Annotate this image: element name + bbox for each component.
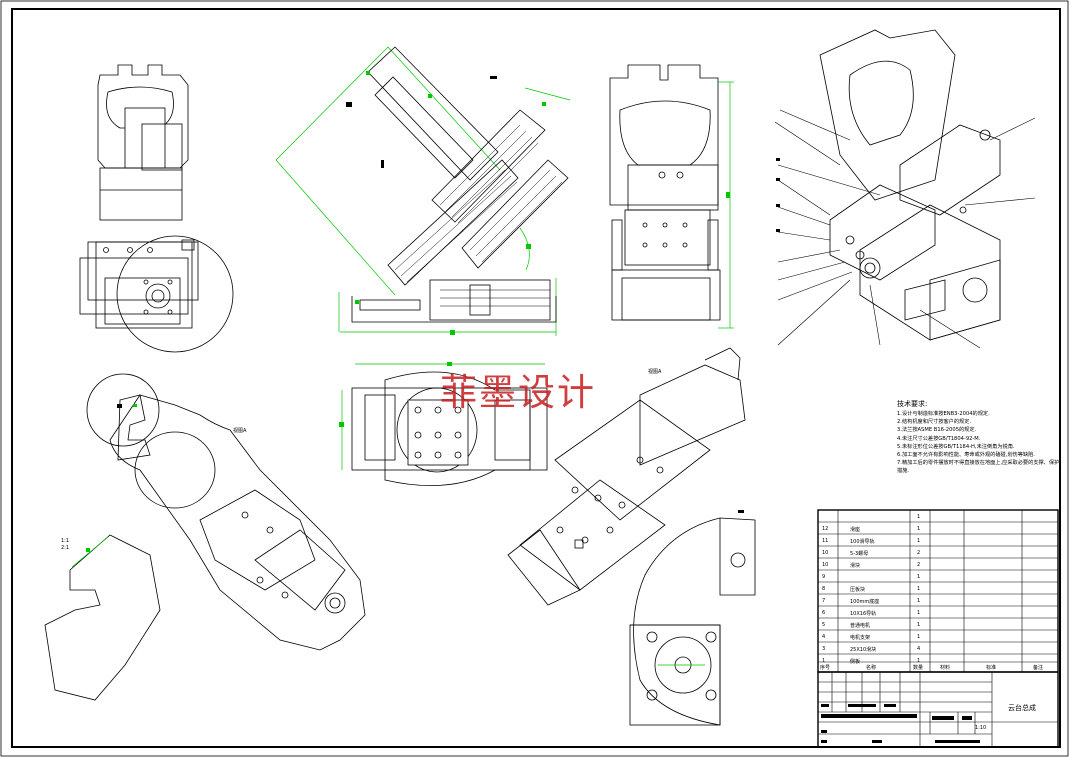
bom-row-qty: 1 xyxy=(917,574,921,580)
bom-row-name: 普通电机 xyxy=(850,623,871,629)
top-dim-marker xyxy=(339,422,344,427)
detail-view-left xyxy=(44,373,366,701)
bom-row-number: 8 xyxy=(822,586,826,592)
front-view xyxy=(79,64,234,353)
bom-header-qty: 数量 xyxy=(913,665,924,671)
detail-left-marker-2 xyxy=(117,404,122,408)
requirement-item: 6.加工面不允许有影响性能、寿命或外观的磕碰,划伤等缺陷. xyxy=(897,452,1035,459)
bom-row-number: 4 xyxy=(822,634,826,640)
side-view xyxy=(609,64,721,321)
bom-row-qty: 2 xyxy=(917,562,921,568)
inner-border xyxy=(11,8,1061,748)
bom-header-standard: 标准 xyxy=(986,665,997,671)
technical-requirements-title: 技术要求: xyxy=(897,400,928,408)
bom-row-qty: 1 xyxy=(917,598,921,604)
bom-row-name: 100滑导轨 xyxy=(850,539,875,545)
view-label-a-top: 视图A xyxy=(648,369,662,375)
bom-row-name: 10X16导轨 xyxy=(850,611,877,617)
bom-row-name: 侧板 xyxy=(850,659,861,665)
bom-row-qty: 1 xyxy=(917,634,921,640)
bom-row-qty: 1 xyxy=(917,526,921,532)
bom-row-number: 3 xyxy=(822,646,826,652)
view-label-a-left: 视图A xyxy=(233,428,247,434)
bom-row-name: 电机支架 xyxy=(850,635,871,641)
detail-left-marker-3 xyxy=(133,404,137,407)
bom-row-name: 滑块 xyxy=(850,563,861,569)
bom-header-material: 材料 xyxy=(940,665,951,671)
isometric-leaders xyxy=(774,109,1036,349)
bom-row-number: 11 xyxy=(822,538,829,544)
bom-row-number: 1 xyxy=(822,658,826,664)
bom-row-qty: 1 xyxy=(917,610,921,616)
section-label: 1:1 xyxy=(61,538,70,544)
bom-row-name: 滑座 xyxy=(850,527,861,533)
bom-row-qty: 4 xyxy=(917,646,921,652)
top-view xyxy=(351,371,548,487)
bom-row-name: 5-3螺母 xyxy=(850,551,869,557)
bom-row-qty: 1 xyxy=(917,658,921,664)
bom-header-name: 名称 xyxy=(866,665,877,671)
requirement-item: 4.未注尺寸公差按GB/T1804-92-M. xyxy=(897,435,981,442)
partial-detail-marker xyxy=(738,510,744,513)
bom-row-qty: 1 xyxy=(917,514,921,520)
bom-row-name: 25X10滑块 xyxy=(850,647,877,653)
detail-left-marker xyxy=(86,548,90,552)
bom-row-number: 10 xyxy=(822,562,829,568)
bom-row-qty: 1 xyxy=(917,586,921,592)
drawing-scale: 1:10 xyxy=(975,725,987,731)
requirement-item: 3.法兰按ASME B16-2005的规定. xyxy=(897,427,977,434)
bom-table xyxy=(817,509,1059,673)
requirement-item: 5.未标注形位公差按GB/T1184-H,未注倒角为锐角. xyxy=(897,443,1015,450)
isometric-view xyxy=(819,29,1001,341)
bom-row-qty: 1 xyxy=(917,538,921,544)
bom-row-qty: 2 xyxy=(917,550,921,556)
bom-row-qty: 1 xyxy=(917,622,921,628)
requirement-item: 7.精加工后的零件摆放时不得直接放在地面上,应采取必要的支撑、保护措施. xyxy=(897,460,1060,475)
rotated-view-right xyxy=(507,347,746,606)
bom-row-number: 6 xyxy=(822,610,826,616)
bom-header-remark: 备注 xyxy=(1033,665,1044,671)
bom-row-number: 9 xyxy=(822,574,826,580)
section-view-rotated xyxy=(275,46,571,336)
requirement-item: 1.设计与制造标准按ENB3-2004的规定. xyxy=(897,411,990,417)
side-view-dims xyxy=(718,81,734,329)
bom-header-no: 序号 xyxy=(820,665,831,671)
bom-row-name: 100mm底座 xyxy=(850,599,880,605)
top-dim-marker-2 xyxy=(447,362,452,366)
side-dim-text xyxy=(726,192,730,198)
bom-row-number: 10 xyxy=(822,550,829,556)
bom-row-number: 7 xyxy=(822,598,826,604)
watermark: 菲墨设计 xyxy=(440,371,596,414)
detail-scale-label: 2:1 xyxy=(61,545,70,551)
title-block xyxy=(817,671,1059,748)
technical-requirements-list: 1.设计与制造标准按ENB3-2004的规定. 2.结构机度和尺寸按客户的规定.… xyxy=(897,410,1062,476)
bom-row-name: 压板块 xyxy=(850,587,866,593)
bom-row-number: 12 xyxy=(822,526,829,532)
isometric-balloons xyxy=(776,158,780,232)
requirement-item: 2.结构机度和尺寸按客户的规定. xyxy=(897,419,972,426)
partial-detail-view xyxy=(629,517,756,726)
drawing-name: 云台总成 xyxy=(1008,704,1036,712)
bom-row-number: 5 xyxy=(822,622,826,628)
